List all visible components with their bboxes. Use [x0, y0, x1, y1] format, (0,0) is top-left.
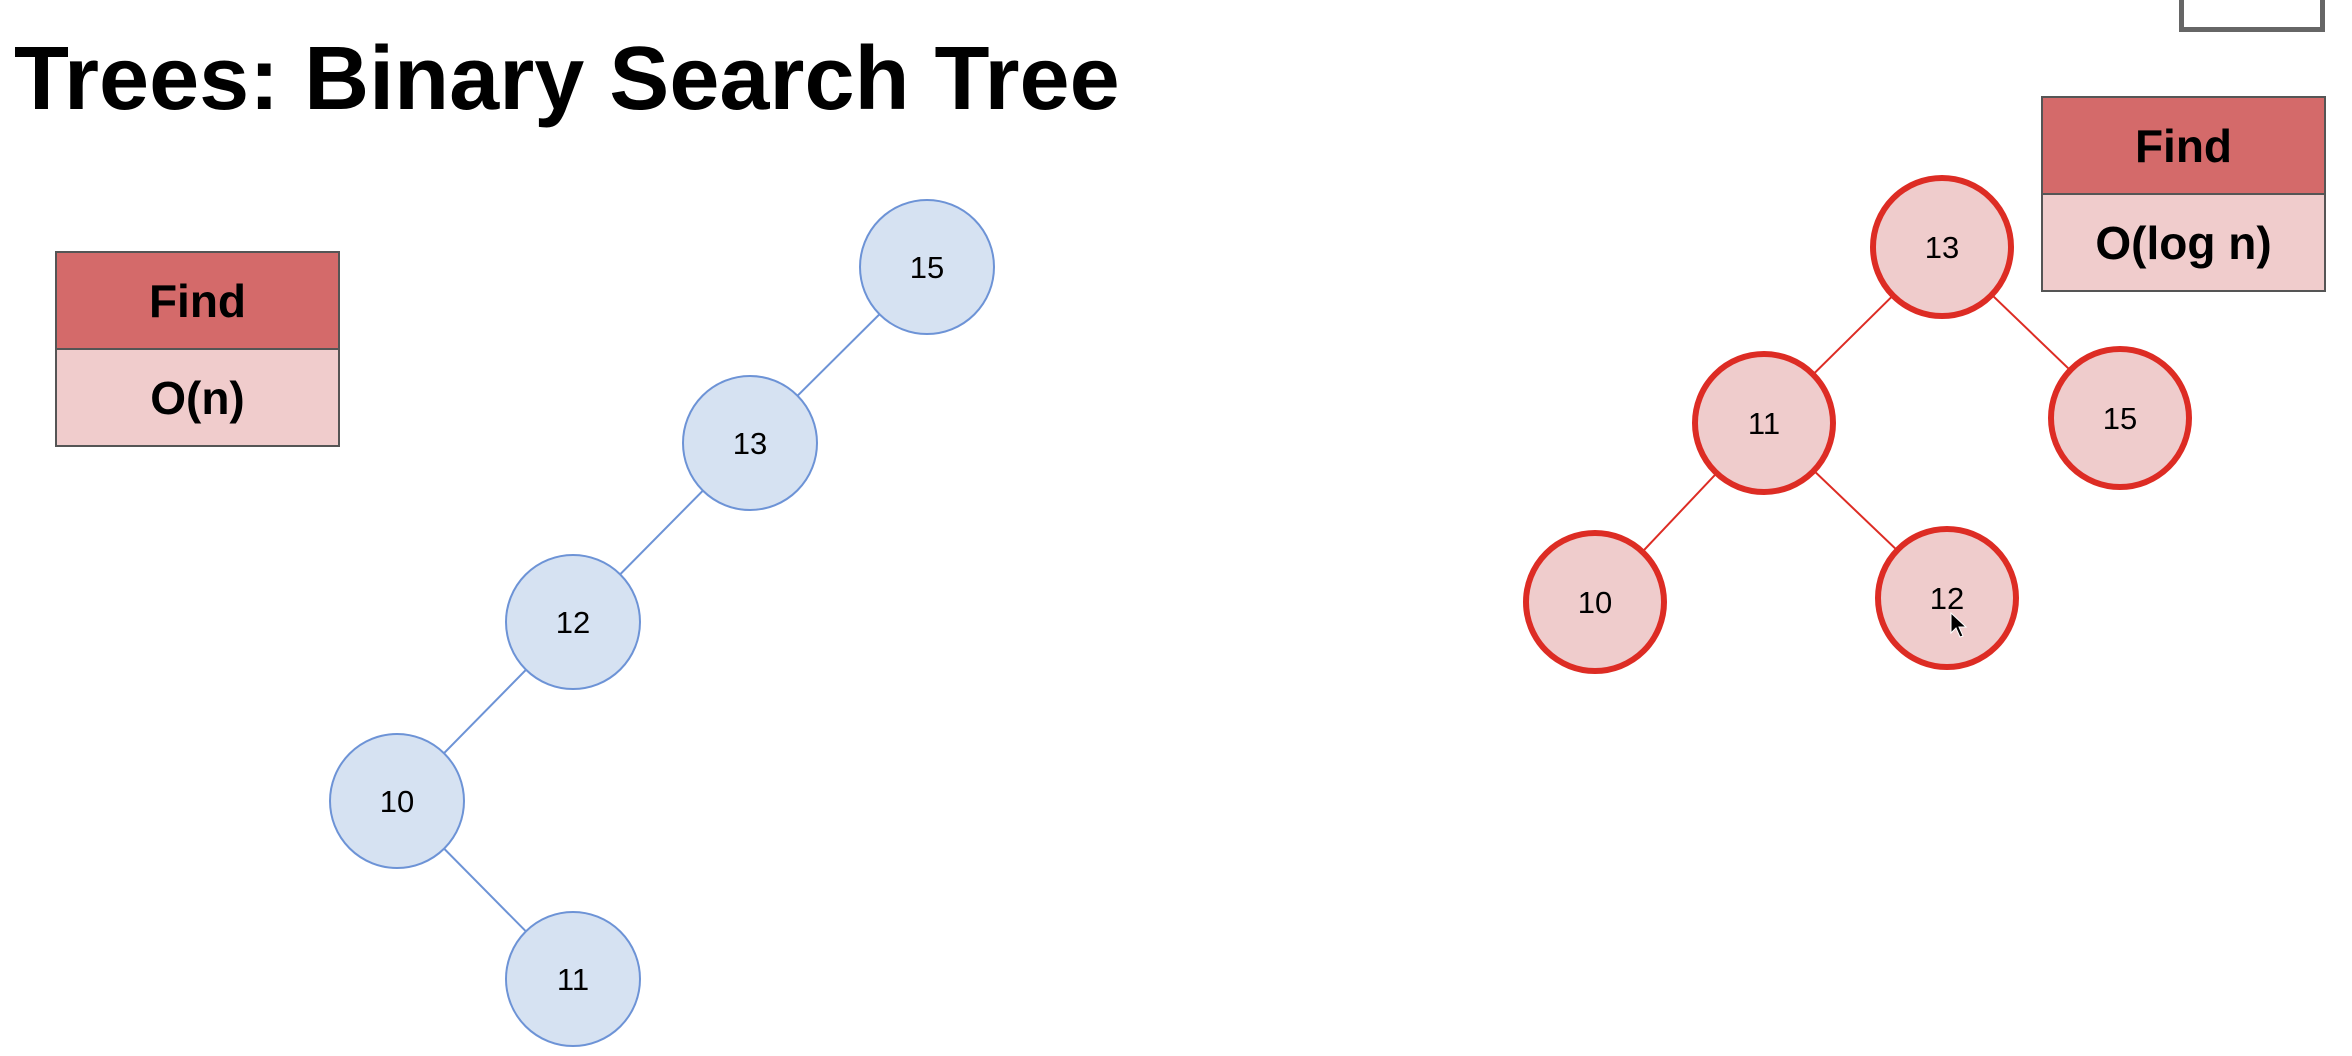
unbalanced-node-label: 12	[556, 605, 590, 640]
balanced-node-circle	[1870, 175, 2014, 319]
balanced-node-circle	[2048, 346, 2192, 490]
unbalanced-node-10: 10	[329, 733, 465, 869]
complexity-value: O(log n)	[2043, 195, 2324, 290]
complexity-table-balanced: Find O(log n)	[2041, 96, 2326, 292]
balanced-node-15: 15	[2048, 346, 2192, 490]
unbalanced-node-label: 11	[557, 962, 589, 997]
complexity-header: Find	[57, 253, 338, 350]
unbalanced-node-12: 12	[505, 554, 641, 690]
corner-frame	[2179, 0, 2325, 32]
unbalanced-node-label: 15	[910, 250, 944, 285]
unbalanced-tree: 15 13 12 10 11	[329, 199, 995, 1047]
slide-title: Trees: Binary Search Tree	[14, 29, 1120, 129]
balanced-node-13: 13	[1870, 175, 2014, 319]
complexity-value: O(n)	[57, 350, 338, 445]
complexity-table-unbalanced: Find O(n)	[55, 251, 340, 447]
balanced-node-12: 12	[1875, 526, 2019, 670]
unbalanced-node-11: 11	[505, 911, 641, 1047]
balanced-node-label: 10	[1578, 585, 1612, 620]
balanced-node-label: 12	[1930, 581, 1964, 616]
balanced-node-circle	[1692, 351, 1836, 495]
unbalanced-node-circle	[859, 199, 995, 335]
balanced-node-circle	[1875, 526, 2019, 670]
unbalanced-node-circle	[505, 911, 641, 1047]
unbalanced-node-circle	[682, 375, 818, 511]
balanced-node-label: 15	[2103, 401, 2137, 436]
unbalanced-node-13: 13	[682, 375, 818, 511]
balanced-node-11: 11	[1692, 351, 1836, 495]
unbalanced-node-circle	[329, 733, 465, 869]
balanced-tree: 13 11 15 10 12	[1523, 175, 2192, 674]
balanced-node-label: 13	[1925, 230, 1959, 265]
unbalanced-node-15: 15	[859, 199, 995, 335]
unbalanced-node-label: 13	[733, 426, 767, 461]
mouse-cursor-icon	[1950, 611, 1968, 638]
balanced-node-circle	[1523, 530, 1667, 674]
unbalanced-node-circle	[505, 554, 641, 690]
complexity-header: Find	[2043, 98, 2324, 195]
balanced-node-label: 11	[1748, 406, 1780, 441]
unbalanced-node-label: 10	[380, 784, 414, 819]
balanced-node-10: 10	[1523, 530, 1667, 674]
